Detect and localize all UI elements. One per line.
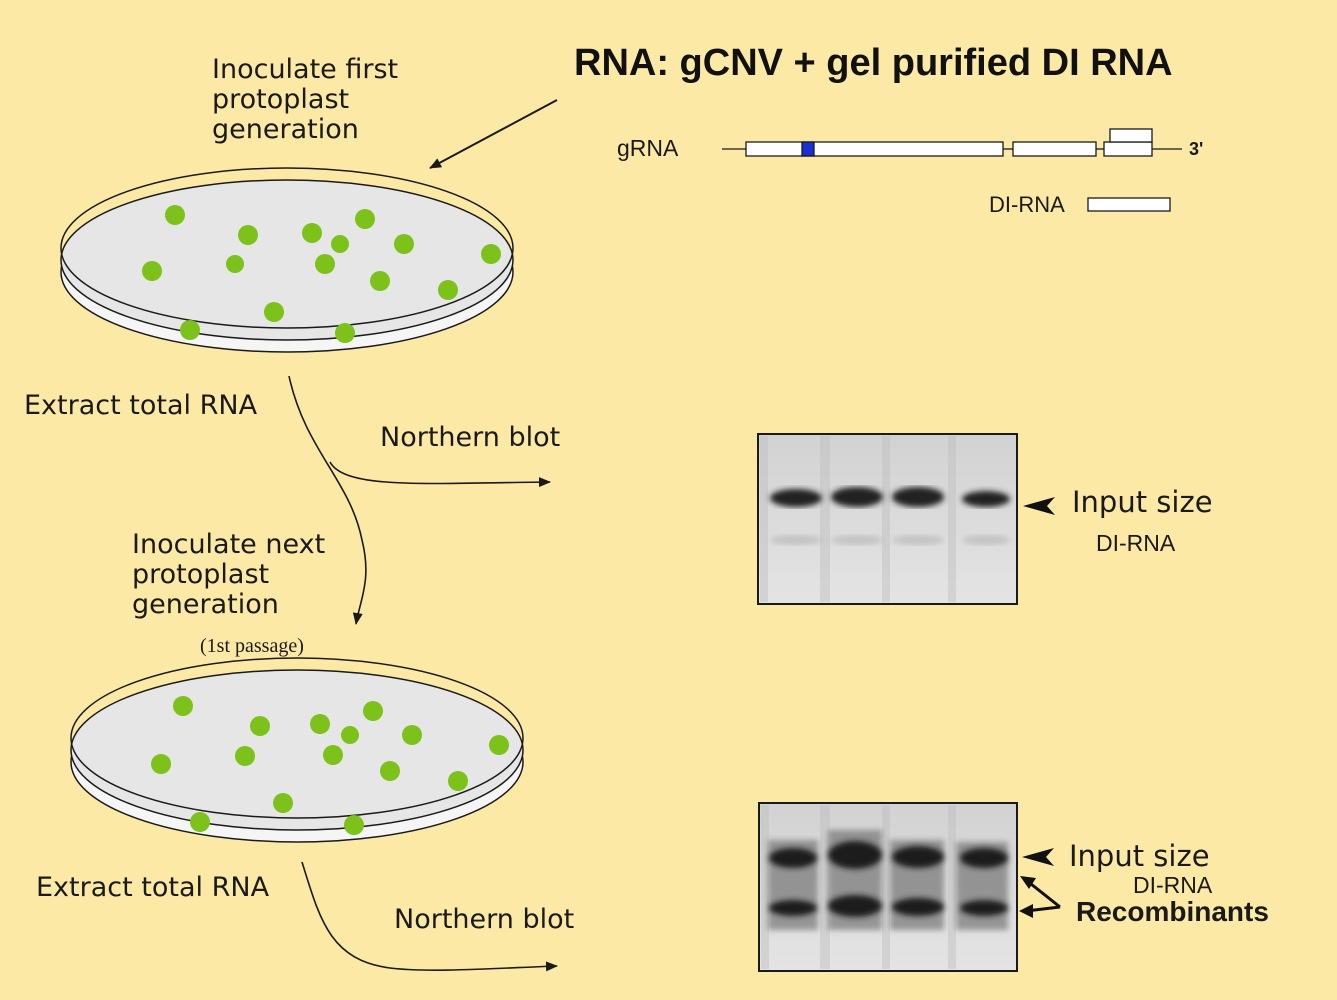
blot1-input-size: Input size bbox=[1072, 485, 1213, 519]
label-three-prime: 3' bbox=[1189, 139, 1204, 159]
protoplast-cells-1 bbox=[142, 205, 501, 343]
input-size-arrow-2 bbox=[1022, 848, 1054, 866]
genome-marker bbox=[801, 141, 815, 157]
petri-dish-2 bbox=[70, 657, 524, 843]
blot2-di-rna: DI-RNA bbox=[1133, 872, 1213, 898]
blot1-di-rna: DI-RNA bbox=[1096, 530, 1176, 556]
label-northern-1: Northern blot bbox=[380, 422, 561, 453]
northern-arrow-1 bbox=[329, 461, 551, 488]
northern-blot-1 bbox=[757, 433, 1055, 605]
label-inoculate-first: Inoculate first protoplast generation bbox=[212, 54, 399, 145]
label-extract-2: Extract total RNA bbox=[36, 872, 270, 903]
label-passage: (1st passage) bbox=[200, 635, 304, 657]
di-rna-bar bbox=[1087, 197, 1171, 212]
input-size-arrow-1 bbox=[1023, 497, 1055, 515]
protoplast-cells-2 bbox=[151, 696, 509, 835]
inoculate-arrow bbox=[429, 99, 558, 169]
petri-dish-1 bbox=[60, 167, 514, 353]
genome-map bbox=[722, 128, 1182, 212]
label-northern-2: Northern blot bbox=[394, 904, 575, 935]
label-grna: gRNA bbox=[617, 135, 679, 161]
label-di-rna-map: DI-RNA bbox=[989, 192, 1065, 217]
figure-title: RNA: gCNV + gel purified DI RNA bbox=[574, 42, 1173, 84]
blot2-recombinants: Recombinants bbox=[1076, 896, 1269, 927]
northern-arrow-2 bbox=[301, 861, 558, 972]
flow-curve-1 bbox=[288, 375, 367, 625]
northern-blot-2 bbox=[758, 802, 1061, 972]
label-extract-1: Extract total RNA bbox=[24, 390, 258, 421]
label-inoculate-next: Inoculate next protoplast generation bbox=[132, 529, 326, 620]
blot2-input-size: Input size bbox=[1069, 839, 1210, 873]
